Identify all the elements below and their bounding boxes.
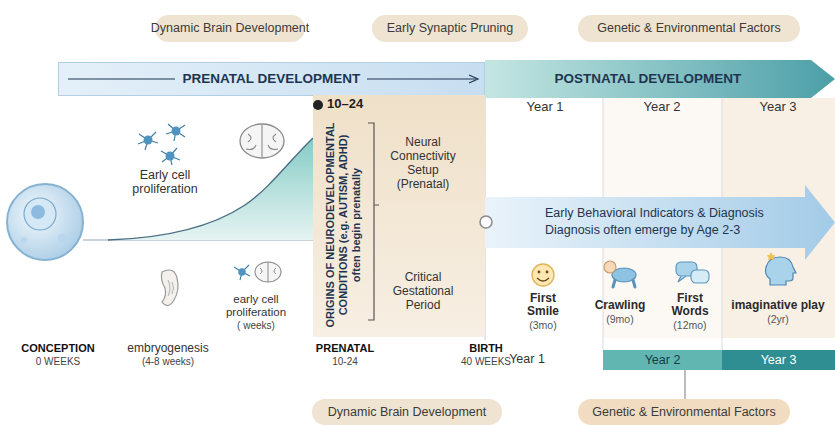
year-label: Year 3 [718, 100, 835, 114]
neuron-dendrite [138, 132, 158, 150]
year-label: Year 2 [602, 100, 722, 114]
phase-band: PRENATAL DEVELOPMENT [58, 62, 485, 96]
phase-pill-text: Dynamic Brain Development [328, 405, 486, 419]
year-bar: Year 2 [603, 350, 722, 370]
neuron-body [238, 268, 246, 276]
phase-band-text: PRENATAL DEVELOPMENT [183, 71, 361, 87]
indicator-text: Diagnosis often emerge by Age 2-3 [545, 223, 805, 237]
head-icon [766, 257, 797, 285]
year-label: Year 1 [467, 353, 587, 367]
baby-head [604, 261, 616, 273]
timeline-sublabel: ( weeks) [196, 320, 316, 331]
stage-label: early cell proliferation [216, 293, 296, 319]
neuron-body [172, 127, 181, 136]
indicator-arrow: Early Behavioral Indicators & DiagnosisD… [485, 185, 835, 260]
milestone-label: imaginative play [723, 299, 833, 312]
smile-eye [546, 271, 549, 274]
period-panel: 10–24ORIGINS OF NEURODEVELOPMENTAL CONDI… [313, 95, 485, 337]
neuron-icon [166, 124, 185, 141]
neuron-body [144, 136, 153, 145]
milestone-label: First Words [665, 292, 715, 318]
growth-area [108, 138, 313, 240]
idea-star [766, 252, 775, 261]
neuron-dendrite [161, 148, 180, 165]
timeline-label: CONCEPTION [0, 342, 118, 354]
milestone-age: (3mo) [483, 320, 603, 332]
phase-pill: Early Synaptic Pruning [372, 15, 528, 42]
phase-arrow-outline [485, 60, 835, 98]
brain-folds [246, 125, 278, 157]
phase-pill: Genetic & Environmental Factors [578, 15, 800, 42]
milestone-label: Crawling [560, 299, 680, 312]
cell-organelle [58, 234, 66, 242]
phase-pill: Dynamic Brain Development [312, 399, 502, 425]
stage-label: Early cell proliferation [125, 169, 205, 197]
timeline-label: embryogenesis [108, 342, 228, 355]
speech-tail [678, 276, 686, 282]
indicator-arrow-shape [485, 185, 835, 260]
neuron-body [166, 152, 175, 161]
timeline-sublabel: 0 WEEKS [0, 356, 118, 367]
phase-pill-text: Genetic & Environmental Factors [597, 21, 780, 35]
year-label: Year 1 [485, 100, 605, 114]
year-bar: Year 3 [722, 350, 835, 370]
timeline-sublabel: (4-8 weeks) [108, 356, 228, 367]
embryo-icon [161, 270, 178, 306]
smile-eye [538, 271, 541, 274]
neuron-icon [161, 148, 180, 165]
cell-nucleolus [31, 205, 45, 219]
phase-pill: Genetic & Environmental Factors [578, 399, 790, 425]
phase-pill: Dynamic Brain Development [155, 15, 305, 42]
milestone-label: First Smile [518, 292, 568, 318]
speech-bubble [691, 270, 709, 283]
year-bar-text: Year 3 [761, 353, 797, 367]
timeline-label: PRENATAL [285, 342, 405, 354]
baby-limbs [613, 280, 635, 287]
embryo-detail [168, 280, 174, 296]
brain-folds [260, 262, 276, 282]
indicator-arrow-outline [485, 185, 835, 260]
indicator-text: Early Behavioral Indicators & Diagnosis [545, 206, 805, 220]
neuron-dendrite [234, 265, 250, 280]
phase-pill-text: Early Synaptic Pruning [387, 21, 513, 35]
smile-mouth [537, 278, 549, 281]
vertical-note: ORIGINS OF NEURODEVELOPMENTAL CONDITIONS… [324, 121, 363, 330]
timeline-sublabel: 10-24 [285, 356, 405, 367]
bracket-note: Neural Connectivity Setup (Prenatal) [383, 135, 463, 191]
year-bar-text: Year 2 [645, 353, 681, 367]
smile-icon [532, 264, 554, 286]
milestone-age: (12mo) [630, 320, 750, 332]
cell-membrane [7, 184, 83, 260]
phase-arrow-text: POSTNATAL DEVELOPMENT [555, 71, 742, 87]
brain-icon [255, 262, 281, 282]
growth-curve [108, 138, 313, 240]
phase-pill-text: Dynamic Brain Development [151, 21, 309, 35]
neuron-dendrite [166, 124, 185, 141]
period-range: 10–24 [327, 97, 363, 112]
cell-nucleus [24, 198, 56, 230]
milestone-age: (9mo) [560, 314, 680, 326]
connector-line [684, 370, 685, 399]
milestone-age: (2yr) [718, 314, 835, 326]
neuron-icon [138, 132, 158, 150]
phase-pill-text: Genetic & Environmental Factors [592, 405, 775, 419]
cell-organelle [21, 237, 27, 243]
bracket-note: Critical Gestational Period [383, 270, 463, 312]
phase-arrow: POSTNATAL DEVELOPMENT [485, 60, 835, 98]
neuron-icon [234, 265, 250, 280]
brain-icon [240, 124, 284, 158]
